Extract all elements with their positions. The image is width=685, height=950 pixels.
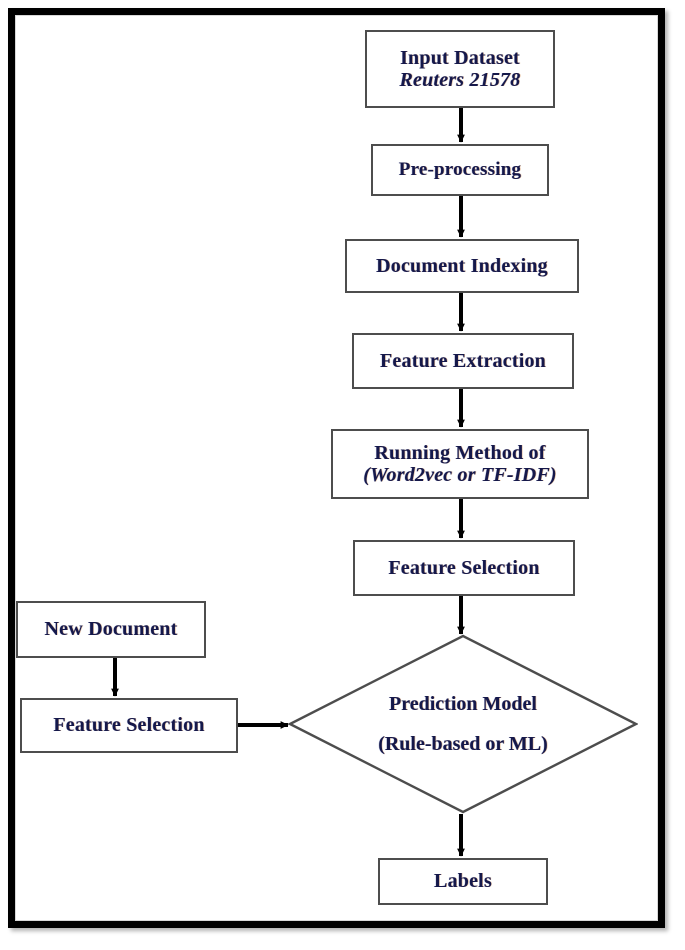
node-feature-selection-branch[interactable]: Feature Selection: [20, 698, 238, 753]
node-new-document[interactable]: New Document: [16, 601, 206, 658]
node-document-indexing-label: Document Indexing: [376, 254, 548, 277]
node-prediction-model[interactable]: Prediction Model (Rule-based or ML): [288, 634, 638, 814]
node-pre-processing-label: Pre-processing: [398, 159, 522, 181]
node-running-method[interactable]: Running Method of (Word2vec or TF-IDF): [331, 429, 589, 499]
node-feature-selection-main[interactable]: Feature Selection: [353, 540, 575, 596]
node-feature-extraction[interactable]: Feature Extraction: [352, 333, 574, 389]
node-input-dataset-line1: Input Dataset: [400, 46, 520, 69]
node-pre-processing[interactable]: Pre-processing: [371, 144, 549, 196]
node-input-dataset[interactable]: Input Dataset Reuters 21578: [365, 30, 555, 108]
node-feature-selection-main-label: Feature Selection: [388, 556, 540, 579]
node-feature-selection-branch-label: Feature Selection: [53, 714, 205, 737]
diamond-shape: [288, 634, 638, 814]
node-feature-extraction-label: Feature Extraction: [380, 349, 546, 372]
node-labels[interactable]: Labels: [378, 858, 548, 905]
node-prediction-model-line1: Prediction Model: [389, 693, 537, 715]
node-labels-label: Labels: [434, 870, 492, 893]
node-input-dataset-line2: Reuters 21578: [399, 69, 521, 91]
node-document-indexing[interactable]: Document Indexing: [345, 239, 579, 293]
node-running-method-line2: (Word2vec or TF-IDF): [363, 464, 557, 486]
node-new-document-label: New Document: [44, 618, 178, 641]
inner-frame-hairline: [15, 15, 658, 921]
node-running-method-line1: Running Method of: [374, 441, 546, 464]
node-prediction-model-line2: (Rule-based or ML): [378, 733, 548, 755]
